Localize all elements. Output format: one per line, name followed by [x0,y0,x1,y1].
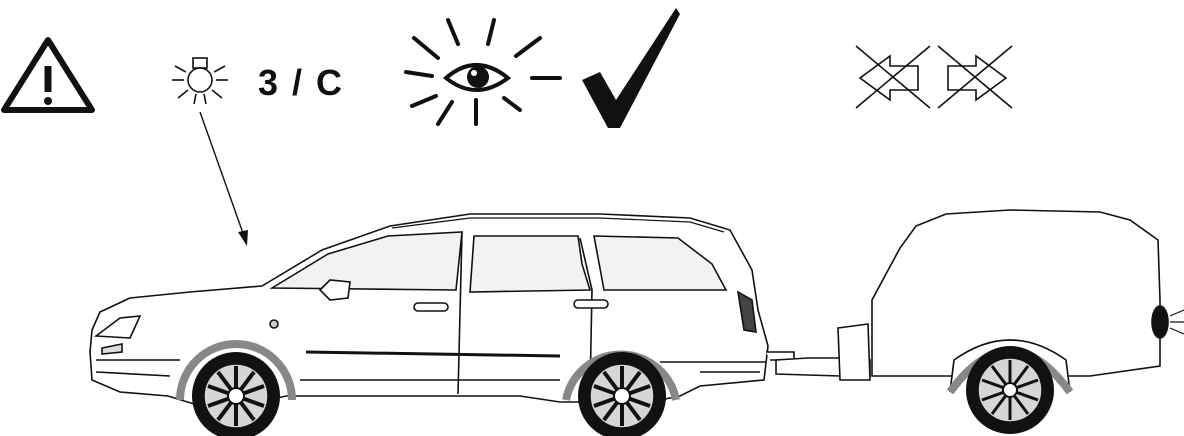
eye-icon [406,20,560,124]
left-indicator-crossed-icon [856,46,930,108]
car-front-wheel [192,352,280,436]
rear-door-window [470,236,590,292]
car-rear-wheel [578,352,666,436]
lamp-code-label: 3 / C [258,62,344,104]
lamp-bulb-icon [172,58,228,104]
warning-triangle-icon [4,40,92,110]
callout-arrow [200,112,248,246]
check-mark-icon [582,8,680,128]
station-wagon [90,214,794,404]
right-indicator-crossed-icon [938,46,1012,108]
trailer-wheel [966,346,1054,434]
